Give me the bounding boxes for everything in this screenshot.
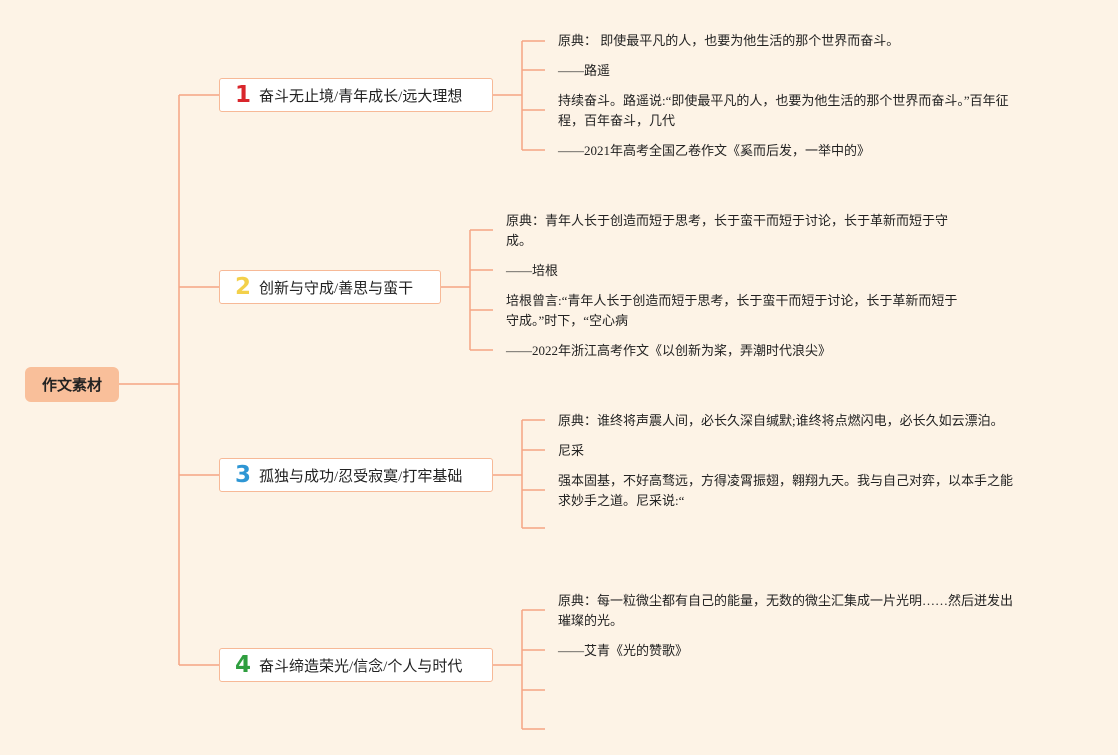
leaf-line: 原典： 即使最平凡的人，也要为他生活的那个世界而奋斗。 (558, 33, 900, 48)
leaf-line: 程，百年奋斗，几代 (558, 113, 676, 128)
number-badge-2: 2 (235, 273, 252, 300)
branch-label-1: 奋斗无止境/青年成长/远大理想 (259, 88, 463, 105)
leaf-2-4[interactable]: ——2022年浙江高考作文《以创新为桨，弄潮时代浪尖》 (506, 341, 831, 361)
branch-label-2: 创新与守成/善思与蛮干 (259, 280, 414, 297)
branch-node-4[interactable]: 4 奋斗缔造荣光/信念/个人与时代 (219, 648, 493, 682)
number-badge-4: 4 (235, 651, 252, 678)
branch-node-1[interactable]: 1 奋斗无止境/青年成长/远大理想 (219, 78, 493, 112)
leaf-line: 强本固基，不好高骛远，方得凌霄振翅，翱翔九天。我与自己对弈，以本手之能 (558, 473, 1014, 488)
leaf-line: 原典：青年人长于创造而短于思考，长于蛮干而短于讨论，长于革新而短于守 (506, 213, 949, 228)
leaf-4-2[interactable]: ——艾青《光的赞歌》 (558, 641, 688, 661)
leaf-2-3[interactable]: 培根曾言:“青年人长于创造而短于思考，长于蛮干而短于讨论，长于革新而短于 守成。… (506, 291, 957, 331)
leaf-1-2[interactable]: ——路遥 (558, 61, 610, 81)
leaf-4-1[interactable]: 原典：每一粒微尘都有自己的能量，无数的微尘汇集成一片光明……然后迸发出 璀璨的光… (558, 591, 1013, 631)
number-badge-1: 1 (235, 81, 252, 108)
leaf-1-3[interactable]: 持续奋斗。路遥说:“即使最平凡的人，也要为他生活的那个世界而奋斗。”百年征 程，… (558, 91, 1009, 131)
number-badge-3: 3 (235, 461, 252, 488)
leaf-line: 原典：谁终将声震人间，必长久深自缄默;谁终将点燃闪电，必长久如云漂泊。 (558, 413, 1004, 428)
leaf-line: 成。 (506, 233, 533, 248)
leaf-line: 璀璨的光。 (558, 613, 624, 628)
branch-label-4: 奋斗缔造荣光/信念/个人与时代 (259, 658, 463, 675)
leaf-line: ——培根 (506, 263, 559, 278)
leaf-1-1[interactable]: 原典： 即使最平凡的人，也要为他生活的那个世界而奋斗。 (558, 31, 899, 51)
leaf-3-4-empty[interactable] (558, 519, 758, 537)
root-node[interactable]: 作文素材 (25, 367, 119, 402)
leaf-3-2[interactable]: 尼采 (558, 441, 584, 461)
leaf-3-3[interactable]: 强本固基，不好高骛远，方得凌霄振翅，翱翔九天。我与自己对弈，以本手之能 求妙手之… (558, 471, 1013, 511)
leaf-2-1[interactable]: 原典：青年人长于创造而短于思考，长于蛮干而短于讨论，长于革新而短于守 成。 (506, 211, 948, 251)
leaf-4-3-empty[interactable] (558, 681, 758, 699)
leaf-2-2[interactable]: ——培根 (506, 261, 558, 281)
leaf-3-1[interactable]: 原典：谁终将声震人间，必长久深自缄默;谁终将点燃闪电，必长久如云漂泊。 (558, 411, 1004, 431)
leaf-line: 持续奋斗。路遥说:“即使最平凡的人，也要为他生活的那个世界而奋斗。”百年征 (558, 93, 1009, 108)
leaf-line: 原典：每一粒微尘都有自己的能量，无数的微尘汇集成一片光明……然后迸发出 (558, 593, 1014, 608)
leaf-line: 求妙手之道。尼采说:“ (558, 493, 685, 508)
leaf-line: 尼采 (558, 443, 585, 458)
leaf-line: ——2022年浙江高考作文《以创新为桨，弄潮时代浪尖》 (506, 343, 832, 358)
leaf-1-4[interactable]: ——2021年高考全国乙卷作文《奚而后发，一举中的》 (558, 141, 870, 161)
leaf-4-4-empty[interactable] (558, 720, 758, 738)
branch-node-3[interactable]: 3 孤独与成功/忍受寂寞/打牢基础 (219, 458, 493, 492)
leaf-line: ——路遥 (558, 63, 611, 78)
leaf-line: ——艾青《光的赞歌》 (558, 643, 689, 658)
branch-label-3: 孤独与成功/忍受寂寞/打牢基础 (259, 468, 463, 485)
branch-node-2[interactable]: 2 创新与守成/善思与蛮干 (219, 270, 441, 304)
leaf-line: ——2021年高考全国乙卷作文《奚而后发，一举中的》 (558, 143, 871, 158)
leaf-line: 培根曾言:“青年人长于创造而短于思考，长于蛮干而短于讨论，长于革新而短于 (506, 293, 958, 308)
leaf-line: 守成。”时下，“空心病 (506, 313, 629, 328)
